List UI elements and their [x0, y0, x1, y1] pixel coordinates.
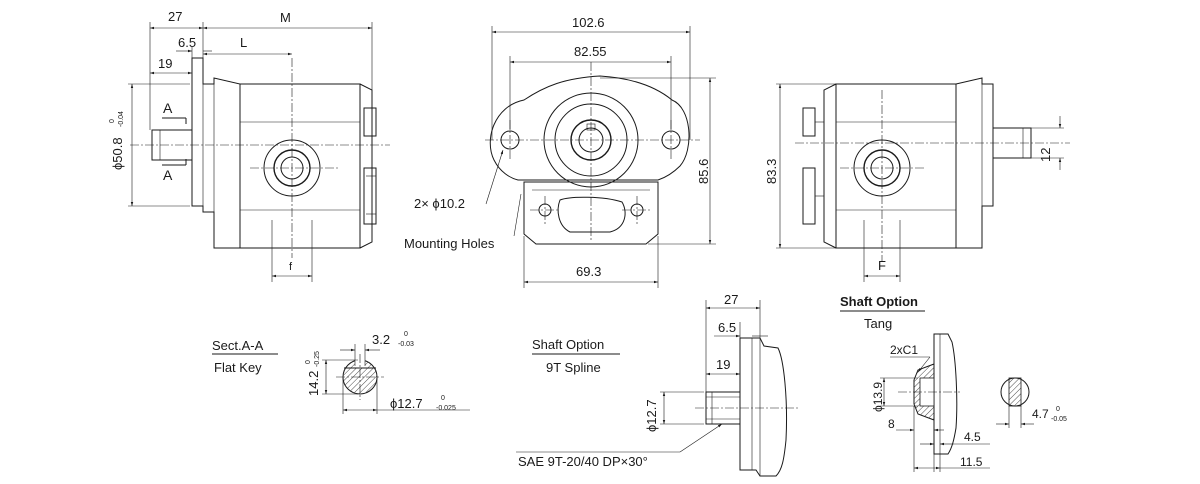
section-aa-dim-12-7-tol-lower: -0.025: [436, 405, 456, 412]
side-rear-fitting-top: [363, 107, 377, 137]
side-mounting-flange: [191, 57, 241, 249]
section-aa-dim-12-7: ϕ12.7: [390, 396, 423, 411]
front-dim-85-6: 85.6: [696, 159, 711, 184]
rear-dim-12: 12: [1038, 148, 1053, 162]
side-dim-diameter: ϕ50.8: [110, 137, 125, 170]
rear-fitting-bottom: [802, 167, 816, 225]
spline-option-dim-19: 19: [716, 357, 730, 372]
spline-option: Shaft Option 9T Spline 27 6.5 19 ϕ12.7: [516, 292, 800, 477]
side-view: 27 M 6.5 L 19 A A ϕ50.8 0 -0.04 f: [109, 9, 390, 282]
side-rear-fitting-bottom: [363, 167, 377, 225]
section-mark-a-bottom: A: [163, 167, 173, 183]
spline-option-dim-6-5: 6.5: [718, 320, 736, 335]
front-holes-label: Mounting Holes: [404, 236, 495, 251]
spline-option-spec: SAE 9T-20/40 DP×30°: [518, 454, 648, 469]
tang-option-dim-4-7: 4.7: [1032, 407, 1049, 421]
side-dim-l: L: [240, 35, 247, 50]
tang-option-chamfer: 2xC1: [890, 343, 918, 357]
side-rear-cover: [359, 83, 373, 249]
tang-option-dim-4-7-tol-upper: 0: [1056, 406, 1060, 413]
front-dim-102-6: 102.6: [572, 15, 605, 30]
side-dim-19: 19: [158, 56, 172, 71]
front-view: 102.6 82.55 85.6 69.3 2× ϕ10.2 Mounting …: [404, 15, 716, 288]
spline-option-title: Shaft Option: [532, 337, 604, 352]
side-housing-body: [239, 83, 361, 249]
front-lower-pocket: [557, 196, 626, 233]
section-mark-a-top: A: [163, 100, 173, 116]
rear-dim-f: F: [878, 258, 886, 273]
tang-option-dim-diameter: ϕ13.9: [871, 382, 885, 412]
spline-option-dim-diameter: ϕ12.7: [644, 399, 659, 432]
side-dim-27: 27: [168, 9, 182, 24]
side-dim-6-5: 6.5: [178, 35, 196, 50]
section-aa-title: Sect.A-A: [212, 338, 264, 353]
spline-option-subtitle: 9T Spline: [546, 360, 601, 375]
section-aa-dim-14-2-tol-upper: 0: [305, 360, 312, 364]
tang-option-dim-8: 8: [888, 417, 895, 431]
side-dim-m: M: [280, 10, 291, 25]
tang-option-dim-4-7-tol-lower: -0.05: [1051, 416, 1067, 423]
tang-option-dim-11-5: 11.5: [960, 455, 983, 469]
front-dim-82-55: 82.55: [574, 44, 607, 59]
rear-end-cover: [823, 83, 837, 249]
section-aa-dim-12-7-tol-upper: 0: [441, 395, 445, 402]
tang-option-subtitle: Tang: [864, 316, 892, 331]
spline-option-flange: [739, 337, 788, 477]
side-dim-f: f: [289, 261, 293, 273]
section-aa-dim-3-2-tol-upper: 0: [404, 331, 408, 338]
section-aa-dim-3-2: 3.2: [372, 332, 390, 347]
front-lower-body: [523, 181, 659, 245]
tang-option-title: Shaft Option: [840, 294, 918, 309]
front-flange-outline: [489, 75, 690, 181]
tang-option-dim-4-5: 4.5: [964, 430, 981, 444]
rear-fitting-top: [802, 107, 816, 137]
front-dim-69-3: 69.3: [576, 264, 601, 279]
section-aa-dim-14-2-tol-lower: -0.25: [314, 351, 321, 367]
side-dim-diameter-tol-upper: 0: [109, 119, 116, 123]
section-aa: Sect.A-A Flat Key 3.2 0 -0.03 14.2 0 -0.…: [212, 331, 470, 414]
section-aa-dim-14-2: 14.2: [306, 371, 321, 396]
rear-view: 83.3 12 F: [764, 77, 1070, 282]
section-aa-dim-3-2-tol-lower: -0.03: [398, 341, 414, 348]
rear-dim-83-3: 83.3: [764, 159, 779, 184]
side-dim-diameter-tol-lower: -0.04: [118, 111, 125, 127]
front-holes-callout: 2× ϕ10.2: [414, 196, 465, 211]
tang-option-flange: [933, 333, 958, 455]
tang-option-end-tang: [1008, 377, 1022, 407]
tang-option: Shaft Option Tang 2xC1 ϕ13.9 8 4.5: [840, 294, 1067, 472]
rear-mounting-flange: [955, 77, 994, 249]
section-aa-subtitle: Flat Key: [214, 360, 262, 375]
spline-option-dim-27: 27: [724, 292, 738, 307]
